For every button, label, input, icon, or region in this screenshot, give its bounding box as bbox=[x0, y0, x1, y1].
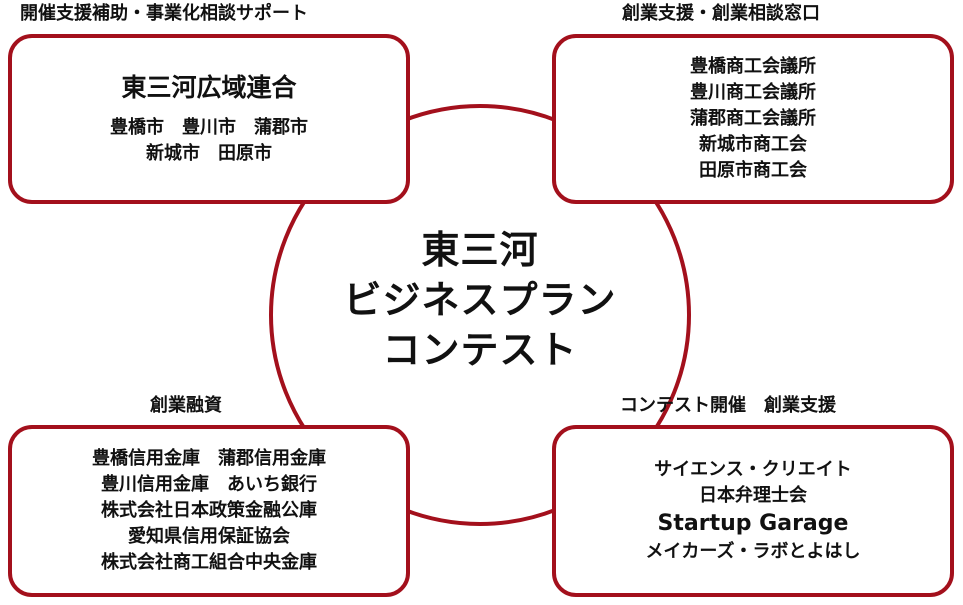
top-right-box: 豊橋商工会議所 豊川商工会議所 蒲郡商工会議所 新城市商工会 田原市商工会 bbox=[552, 34, 954, 204]
bottom-right-line: Startup Garage bbox=[657, 511, 849, 536]
bottom-right-line: メイカーズ・ラボとよはし bbox=[645, 541, 861, 562]
bottom-left-line: 株式会社商工組合中央金庫 bbox=[101, 552, 317, 573]
bottom-right-line: 日本弁理士会 bbox=[699, 485, 807, 506]
bottom-right-line: サイエンス・クリエイト bbox=[654, 459, 852, 480]
top-right-line: 新城市商工会 bbox=[699, 134, 807, 155]
top-left-caption: 開催支援補助・事業化相談サポート bbox=[20, 3, 308, 24]
top-right-caption: 創業支援・創業相談窓口 bbox=[622, 3, 820, 24]
bottom-left-box: 豊橋信用金庫 蒲郡信用金庫 豊川信用金庫 あいち銀行 株式会社日本政策金融公庫 … bbox=[8, 425, 410, 597]
top-left-title: 東三河広域連合 bbox=[121, 73, 297, 102]
top-right-line: 豊橋商工会議所 bbox=[690, 56, 816, 77]
contest-title: 東三河 ビジネスプラン コンテスト bbox=[290, 225, 670, 375]
bottom-left-line: 豊橋信用金庫 蒲郡信用金庫 bbox=[92, 448, 326, 469]
bottom-left-line: 豊川信用金庫 あいち銀行 bbox=[101, 474, 317, 495]
top-right-line: 蒲郡商工会議所 bbox=[690, 108, 816, 129]
contest-title-line: 東三河 bbox=[421, 228, 539, 272]
top-left-line: 豊橋市 豊川市 蒲郡市 bbox=[110, 117, 308, 138]
bottom-left-line: 株式会社日本政策金融公庫 bbox=[101, 500, 317, 521]
bottom-right-box: サイエンス・クリエイト 日本弁理士会 Startup Garage メイカーズ・… bbox=[552, 425, 954, 597]
bottom-right-caption: コンテスト開催 創業支援 bbox=[620, 395, 836, 416]
top-left-box: 東三河広域連合 豊橋市 豊川市 蒲郡市 新城市 田原市 bbox=[8, 34, 410, 204]
contest-title-line: コンテスト bbox=[382, 328, 578, 372]
bottom-left-caption: 創業融資 bbox=[150, 395, 222, 416]
top-right-line: 豊川商工会議所 bbox=[690, 82, 816, 103]
top-right-line: 田原市商工会 bbox=[699, 160, 807, 181]
top-left-line: 新城市 田原市 bbox=[146, 143, 272, 164]
contest-title-line: ビジネスプラン bbox=[343, 278, 617, 322]
bottom-left-line: 愛知県信用保証協会 bbox=[128, 526, 290, 547]
